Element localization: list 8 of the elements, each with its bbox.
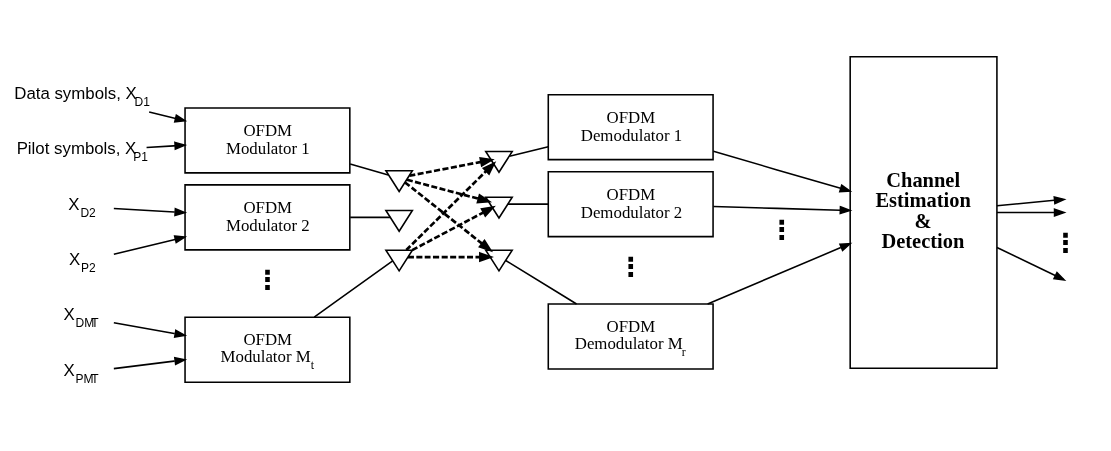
node-text: X$_{P2}$ [68, 250, 96, 276]
label: ⋮ [254, 264, 281, 296]
node-text: Data symbols, X$_{D1}$ [14, 84, 150, 110]
node-text: X$_{D2}$ [68, 194, 96, 220]
label: ⋮ [1052, 226, 1079, 258]
label: ⋮ [617, 250, 644, 282]
label: ⋮ [768, 213, 795, 245]
node-text: Pilot symbols, X$_{P1}$ [16, 139, 149, 165]
